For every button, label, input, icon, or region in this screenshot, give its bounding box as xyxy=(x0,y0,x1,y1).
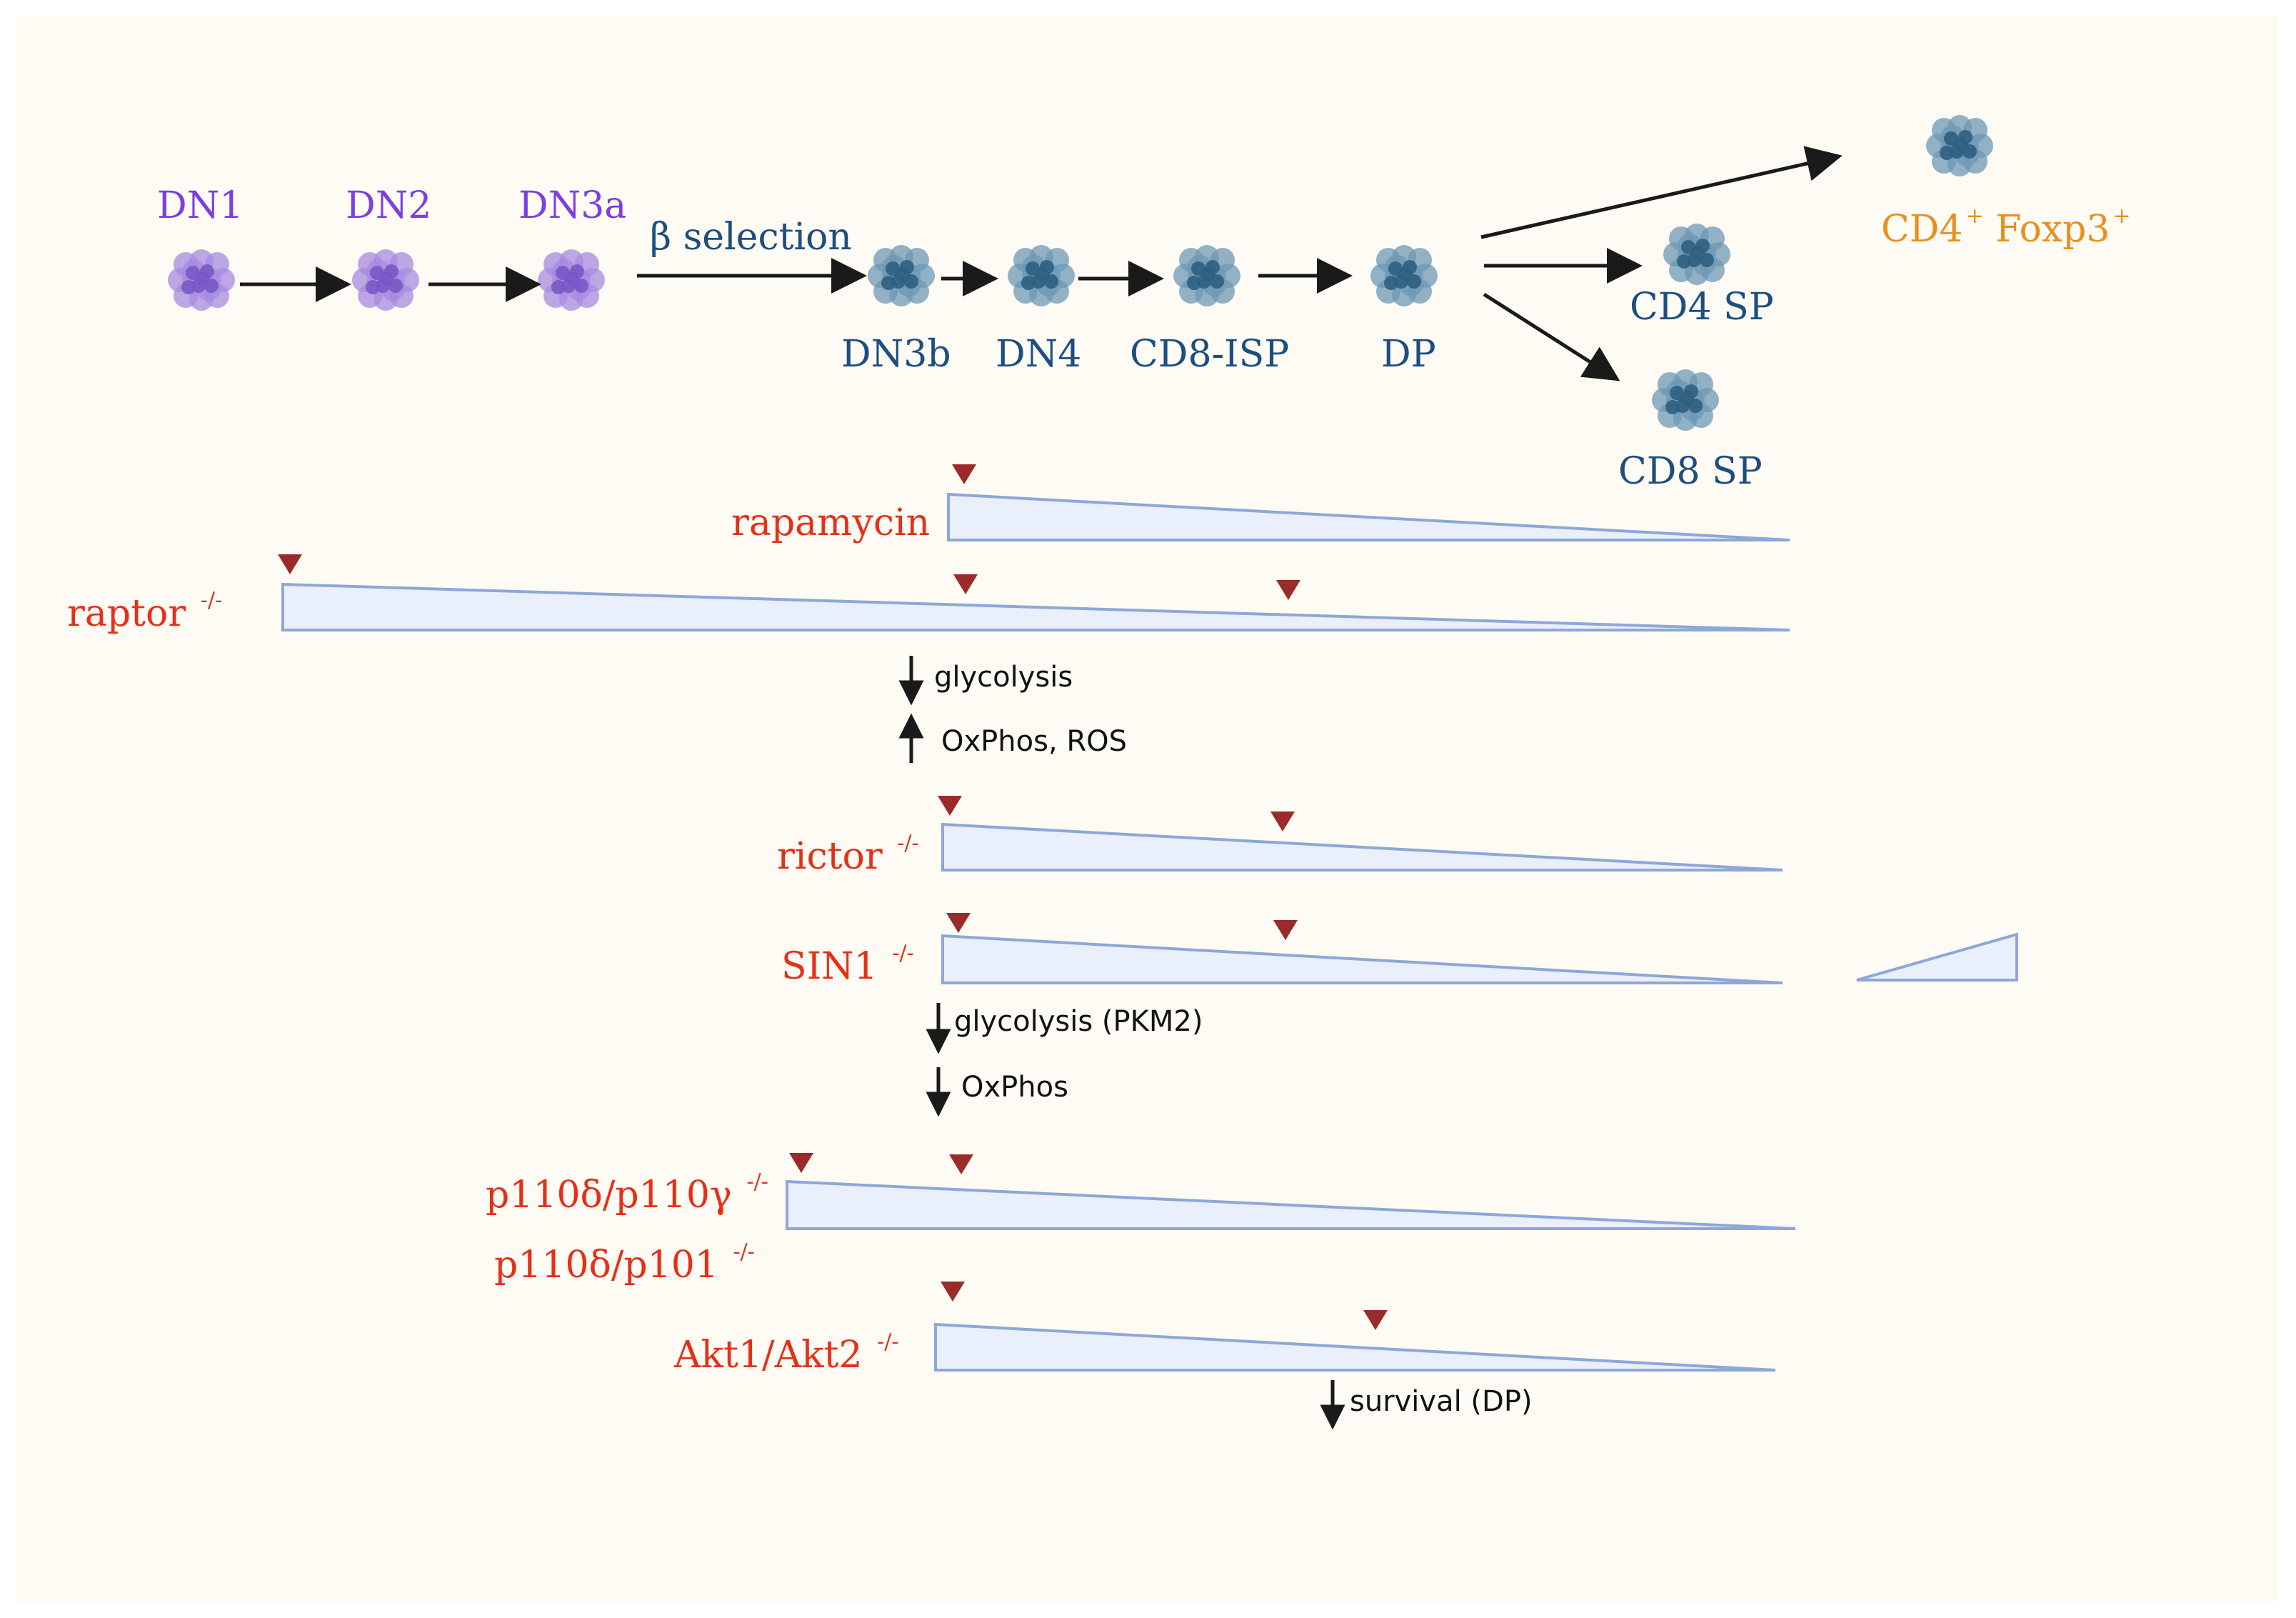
cell-cd4-sp xyxy=(1663,224,1730,285)
mutant-label-p110-p101: p110δ/p101 -/- xyxy=(494,1242,755,1284)
cell-nucleus xyxy=(1940,146,1954,160)
mutant-label-raptor: raptor -/- xyxy=(67,588,223,635)
mutant-label-rapamycin: rapamycin xyxy=(731,501,931,544)
knockout-superscript: -/- xyxy=(200,588,223,613)
stage-label-cd8-sp: CD8 SP xyxy=(1618,450,1763,493)
marker-p110-dn3b xyxy=(949,1154,973,1174)
mutant-name: p110δ/p101 xyxy=(494,1244,718,1287)
mutant-name: p110δ/p110γ xyxy=(486,1174,732,1217)
effect-arrows xyxy=(898,656,1345,1430)
cell-nucleus xyxy=(1187,276,1201,290)
treg-sup-1: + xyxy=(1965,204,1984,229)
mutant-label-rictor: rictor -/- xyxy=(777,831,919,878)
marker-raptor-dn3b xyxy=(953,574,978,594)
cell-dp xyxy=(1370,245,1438,306)
marker-akt-dp xyxy=(1363,1310,1388,1330)
wedge-p110 xyxy=(786,1179,1796,1230)
knockout-superscript: -/- xyxy=(733,1239,755,1264)
treg-mid: Foxp3 xyxy=(1983,208,2110,251)
arrow-dp-cd8sp xyxy=(1483,292,1620,381)
cell-nucleus xyxy=(1665,400,1680,414)
wedge-sin1 xyxy=(941,934,1783,984)
checkpoint-label: β selection xyxy=(650,216,852,259)
cell-nucleus xyxy=(1036,267,1050,281)
cell-nucleus xyxy=(1677,254,1691,269)
mutant-label-p110-gamma: p110δ/p110γ -/- xyxy=(486,1172,768,1214)
cell-nucleus xyxy=(566,271,580,286)
wedge-raptor xyxy=(281,582,1790,631)
stage-label-treg: CD4+ Foxp3+ xyxy=(1881,204,2131,251)
marker-sin1-dn3b xyxy=(946,913,971,933)
marker-raptor-dp xyxy=(1276,580,1300,600)
stage-label-dn2: DN2 xyxy=(346,184,432,227)
pathway-arrows xyxy=(240,146,1843,381)
mutant-name: rictor xyxy=(777,835,883,878)
stage-label-dn3a: DN3a xyxy=(518,184,627,227)
mutant-label-sin1: SIN1 -/- xyxy=(781,941,914,988)
wedge-akt xyxy=(934,1322,1776,1372)
knockout-superscript: -/- xyxy=(746,1169,768,1194)
cell-nucleus xyxy=(1021,276,1036,290)
mutant-label-akt: Akt1/Akt2 -/- xyxy=(674,1332,899,1374)
treg-base: CD4 xyxy=(1881,208,1963,251)
effect-oxphos-ros-up: OxPhos, ROS xyxy=(941,725,1128,758)
cell-treg xyxy=(1926,115,1993,176)
arrow-dp-treg xyxy=(1480,146,1843,239)
cell-dn3a xyxy=(538,249,605,311)
stage-label-dn4: DN4 xyxy=(996,333,1082,376)
stage-label-cd8-isp: CD8-ISP xyxy=(1130,333,1290,376)
knockout-superscript: -/- xyxy=(897,831,919,856)
cell-dn1 xyxy=(168,249,235,311)
stage-label-cd4-sp: CD4 SP xyxy=(1630,286,1774,329)
mutant-name: raptor xyxy=(67,592,186,635)
stage-label-dn3b: DN3b xyxy=(841,333,951,376)
cell-dn3b xyxy=(868,245,935,306)
marker-rictor-dn3b xyxy=(938,796,962,816)
marker-sin1-dp xyxy=(1273,920,1298,940)
cell-nucleus xyxy=(1680,391,1694,406)
mutant-name: Akt1/Akt2 xyxy=(674,1334,863,1377)
cell-nucleus xyxy=(196,271,210,286)
cell-cd8-sp xyxy=(1652,369,1719,431)
effect-survival-down: survival (DP) xyxy=(1350,1385,1533,1418)
cell-icons xyxy=(168,115,1993,431)
cell-nucleus xyxy=(881,276,896,290)
cell-nucleus xyxy=(1384,276,1398,290)
marker-p110-dn3a xyxy=(789,1153,813,1173)
knockout-superscript: -/- xyxy=(877,1329,899,1354)
cell-nucleus xyxy=(1201,267,1215,281)
cell-dn2 xyxy=(352,249,419,311)
marker-rictor-dp xyxy=(1270,812,1295,832)
cell-nucleus xyxy=(551,280,566,294)
effect-glycolysis-pkm2-down: glycolysis (PKM2) xyxy=(954,1005,1203,1038)
stage-label-dp: DP xyxy=(1381,333,1436,376)
deficiency-wedges xyxy=(281,492,2018,1372)
stage-label-dn1: DN1 xyxy=(157,184,244,227)
cell-nucleus xyxy=(1954,137,1968,151)
effect-oxphos-down: OxPhos xyxy=(961,1071,1068,1104)
cell-nucleus xyxy=(181,280,196,294)
cell-nucleus xyxy=(1691,246,1705,260)
knockout-superscript: -/- xyxy=(892,941,914,966)
cell-cd8-isp xyxy=(1173,245,1240,306)
treg-sup-2: + xyxy=(2112,204,2131,229)
cell-nucleus xyxy=(1398,267,1413,281)
marker-akt-dn3b xyxy=(941,1282,965,1302)
cell-dn4 xyxy=(1008,245,1075,306)
cell-nucleus xyxy=(896,267,910,281)
wedge-rapamycin xyxy=(947,492,1790,541)
effect-glycolysis-down: glycolysis xyxy=(934,661,1073,694)
cell-nucleus xyxy=(366,280,380,294)
block-markers xyxy=(278,464,1388,1330)
marker-rapamycin-dn3b xyxy=(952,464,976,484)
wedge-sin1-treg xyxy=(1856,932,2018,982)
mutant-name: SIN1 xyxy=(781,945,878,988)
wedge-rictor xyxy=(941,822,1783,872)
marker-raptor-dn1 xyxy=(278,554,302,574)
cell-nucleus xyxy=(380,271,394,286)
